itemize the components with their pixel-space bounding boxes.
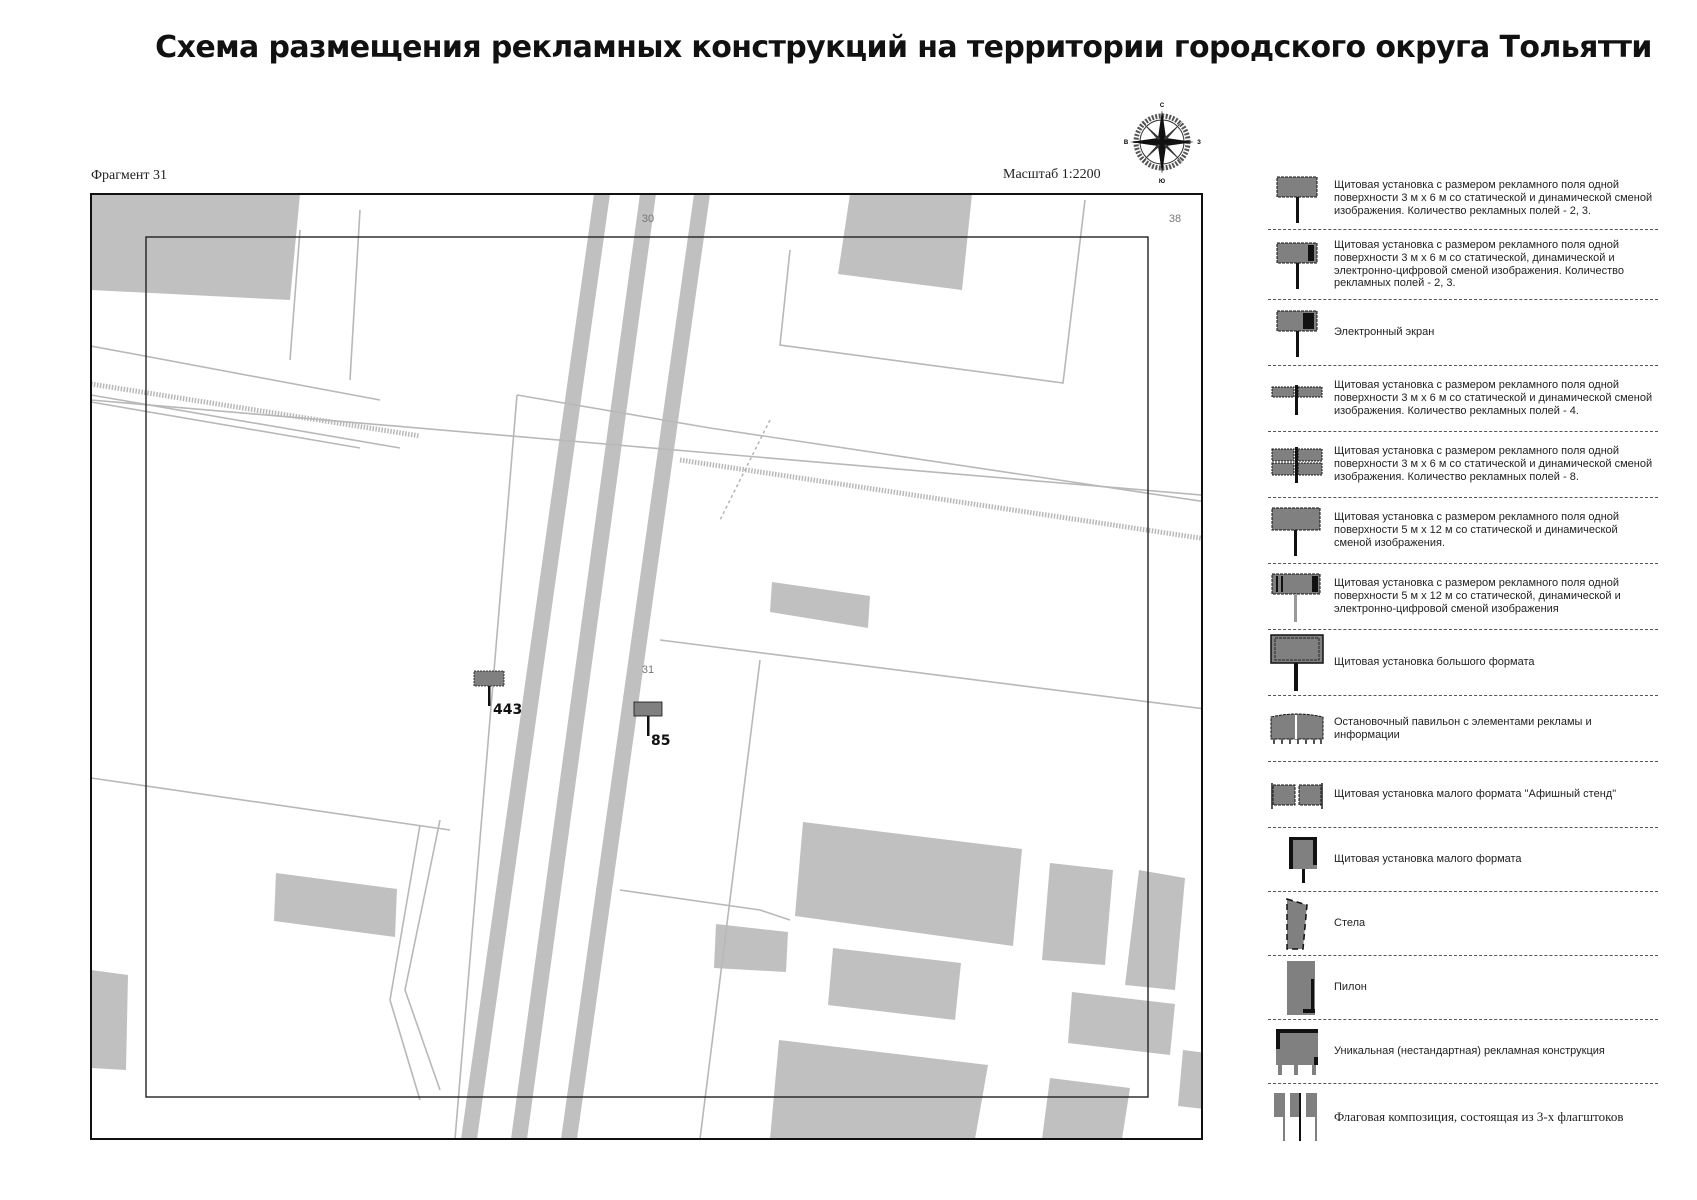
pylon-icon <box>1268 959 1326 1017</box>
sign-label: 443 <box>493 702 522 718</box>
road-strip <box>561 194 710 1139</box>
legend-item: Пилон <box>1268 956 1658 1020</box>
small-format-billboard-icon <box>1268 835 1326 885</box>
building <box>838 194 972 290</box>
legend-item: Щитовая установка с размером рекламного … <box>1268 230 1658 300</box>
legend-item: Стела <box>1268 892 1658 956</box>
legend-item: Электронный экран <box>1268 300 1658 366</box>
poster-stand-icon <box>1268 777 1326 813</box>
buildings <box>91 194 1202 1139</box>
compass-west: В <box>1124 140 1129 146</box>
compass-north: С <box>1160 103 1165 109</box>
legend-item: Щитовая установка малого формата <box>1268 828 1658 892</box>
building <box>1042 863 1113 965</box>
map-content <box>91 194 1202 1139</box>
legend-item: Флаговая композиция, состоящая из 3-х фл… <box>1268 1084 1658 1148</box>
compass-east: З <box>1197 140 1201 146</box>
billboard-5x12-icon <box>1268 504 1326 558</box>
scale-label: Масштаб 1:2200 <box>1003 167 1101 182</box>
billboard-3x6-digital-icon <box>1268 239 1326 291</box>
stele-icon <box>1268 897 1326 951</box>
sign-85[interactable]: 85 <box>633 701 670 749</box>
road-strip <box>511 194 656 1139</box>
billboard-3x6-icon <box>1268 173 1326 225</box>
building <box>828 948 961 1020</box>
building <box>1042 1078 1130 1139</box>
bus-stop-pavilion-icon <box>1268 709 1326 749</box>
legend-item: Остановочный павильон с элементами рекла… <box>1268 696 1658 762</box>
building <box>1068 992 1175 1055</box>
building <box>770 582 870 628</box>
building <box>1178 1050 1202 1109</box>
large-format-billboard-icon <box>1268 633 1326 693</box>
legend-item: Щитовая установка большого формата <box>1268 630 1658 696</box>
map-outer-frame <box>90 193 1203 1140</box>
legend-item: Щитовая установка с размером рекламного … <box>1268 366 1658 432</box>
sign-443[interactable]: 443 <box>473 670 522 718</box>
grid-label-30: 30 <box>642 213 654 225</box>
legend: Щитовая установка с размером рекламного … <box>1268 168 1658 1148</box>
grid-label-31: 31 <box>642 664 654 676</box>
building <box>1125 870 1185 990</box>
sign-label: 85 <box>651 733 670 749</box>
roads <box>461 194 710 1139</box>
legend-item: Щитовая установка с размером рекламного … <box>1268 498 1658 564</box>
page-title: Схема размещения рекламных конструкций н… <box>155 30 1652 65</box>
compass-south: Ю <box>1159 179 1165 184</box>
electronic-screen-icon <box>1268 307 1326 359</box>
legend-item: Щитовая установка с размером рекламного … <box>1268 168 1658 230</box>
map-inner-frame <box>145 236 1149 1098</box>
building <box>91 194 300 300</box>
compass-rose-icon: С Ю В З <box>1124 103 1201 184</box>
building <box>274 873 397 937</box>
building <box>91 970 128 1070</box>
grid-label-38: 38 <box>1169 213 1181 225</box>
billboard-8-fields-icon <box>1268 443 1326 487</box>
unique-construction-icon <box>1268 1027 1326 1077</box>
road-strip <box>461 194 610 1139</box>
building <box>795 822 1022 946</box>
billboard-4-fields-icon <box>1268 379 1326 419</box>
building <box>770 1040 988 1139</box>
billboard-5x12-digital-icon <box>1268 570 1326 624</box>
legend-item: Щитовая установка с размером рекламного … <box>1268 432 1658 498</box>
flag-composition-icon <box>1268 1089 1326 1143</box>
legend-item: Щитовая установка малого формата "Афишны… <box>1268 762 1658 828</box>
legend-item: Уникальная (нестандартная) рекламная кон… <box>1268 1020 1658 1084</box>
parcel-lines <box>91 199 1202 1139</box>
legend-item: Щитовая установка с размером рекламного … <box>1268 564 1658 630</box>
fragment-label: Фрагмент 31 <box>91 168 168 183</box>
building <box>714 924 788 972</box>
